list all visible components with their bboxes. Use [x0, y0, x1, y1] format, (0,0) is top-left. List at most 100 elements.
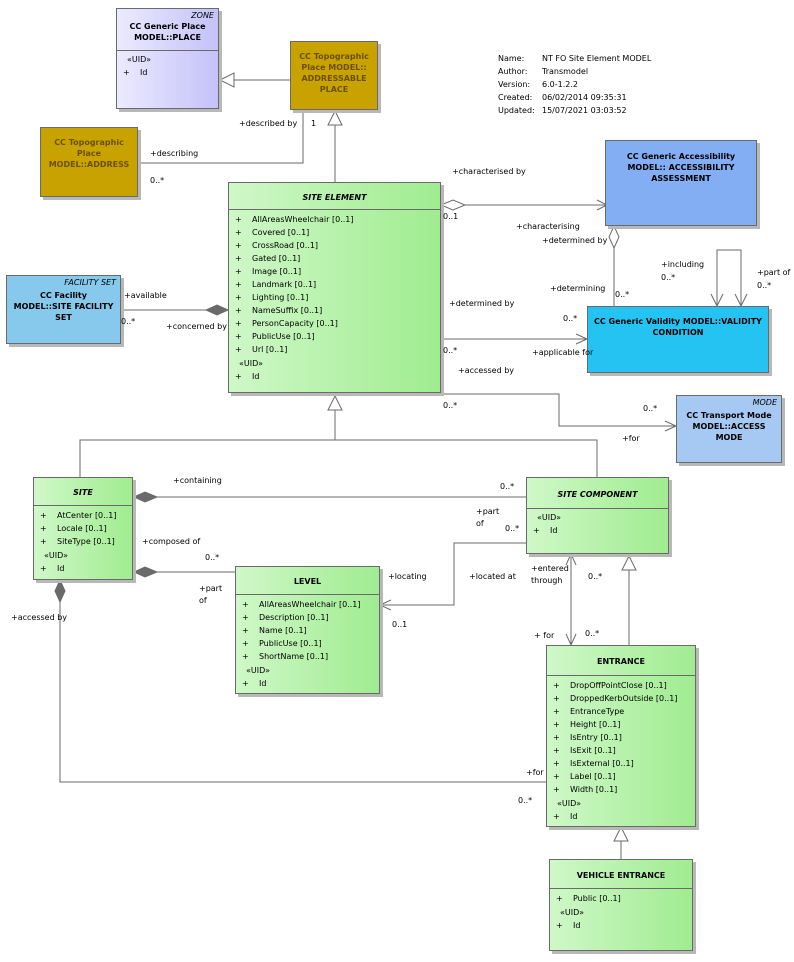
class-site-element[interactable]: SITE ELEMENT +AllAreasWheelchair [0..1]+… [228, 182, 441, 393]
uid-stereotype: «UID» [239, 359, 264, 368]
visibility-marker: + [235, 241, 242, 250]
visibility-marker: + [235, 293, 242, 302]
attribute-row: + ShortName [0..1] [242, 650, 375, 663]
attribute-row: +Url [0..1] [235, 343, 436, 356]
attribute-row: +Image [0..1] [235, 265, 436, 278]
attribute-name: Covered [0..1] [252, 228, 310, 237]
attribute-row: + Id [123, 66, 214, 79]
attribute-name: Gated [0..1] [252, 254, 301, 263]
label-multiplicity: 0..* [757, 281, 772, 290]
class-validity-condition[interactable]: CC Generic Validity MODEL::VALIDITY COND… [587, 306, 769, 373]
visibility-marker: + [242, 679, 249, 688]
uid-stereotype: «UID» [246, 666, 271, 675]
class-site[interactable]: SITE +AtCenter [0..1]+Locale [0..1]+Site… [33, 477, 133, 580]
label-containing: +containing [173, 476, 222, 485]
attribute-row: + Id [229, 370, 440, 383]
class-title: ENTRANCE [597, 657, 645, 666]
attribute-row: + IsExternal [0..1] [553, 757, 691, 770]
attribute-name: Height [0..1] [570, 720, 621, 729]
visibility-marker: + [553, 694, 560, 703]
visibility-marker: + [553, 785, 560, 794]
metadata-key: Name: [498, 54, 525, 63]
attribute-name: CrossRoad [0..1] [252, 241, 319, 250]
class-access-mode[interactable]: MODE CC Transport Mode MODEL::ACCESS MOD… [676, 395, 782, 463]
label-multiplicity: 0..* [505, 524, 520, 533]
label-multiplicity: 0..* [643, 404, 658, 413]
attribute-name: Id [259, 679, 267, 688]
label-characterising: +characterising [516, 222, 580, 231]
attribute-row: +Width [0..1] [553, 783, 691, 796]
class-level[interactable]: LEVEL +AllAreasWheelchair [0..1]+Descrip… [235, 566, 380, 694]
class-site-facility-set[interactable]: FACILITY SET CC Facility MODEL::SITE FAC… [6, 275, 121, 344]
attribute-name: ShortName [0..1] [259, 652, 329, 661]
attribute-row: + Id [533, 524, 664, 537]
metadata-row: Updated: 15/07/2021 03:03:52 [498, 104, 651, 117]
class-title: CC Generic Accessibility MODEL:: ACCESSI… [626, 152, 736, 183]
attribute-name: NameSuffix [0..1] [252, 306, 323, 315]
class-entrance[interactable]: ENTRANCE +DropOffPointClose [0..1]+Dropp… [546, 645, 696, 827]
visibility-marker: + [40, 511, 47, 520]
stereotype-facility-set: FACILITY SET [64, 278, 116, 287]
attribute-row: + DropOffPointClose [0..1] [553, 679, 691, 692]
class-vehicle-entrance[interactable]: VEHICLE ENTRANCE +Public [0..1] «UID» + … [549, 859, 693, 951]
attribute-name: Locale [0..1] [57, 524, 107, 533]
metadata-value: 06/02/2014 09:35:31 [542, 93, 627, 102]
attribute-row: + Id [34, 562, 132, 575]
stereotype-mode: MODE [752, 398, 777, 407]
metadata-value: 15/07/2021 03:03:52 [542, 106, 627, 115]
visibility-marker: + [553, 759, 560, 768]
attribute-name: IsExternal [0..1] [570, 759, 634, 768]
class-address[interactable]: CC Topographic Place MODEL::ADDRESS [40, 127, 138, 197]
visibility-marker: + [123, 68, 130, 77]
class-uid-compartment: «UID» + Id [527, 508, 668, 539]
label-concerned-by: +concerned by [166, 322, 227, 331]
class-attributes: +AtCenter [0..1]+Locale [0..1]+SiteType … [34, 505, 132, 550]
class-title: LEVEL [293, 577, 322, 586]
visibility-marker: + [242, 613, 249, 622]
attribute-name: AtCenter [0..1] [57, 511, 117, 520]
attribute-row: + Covered [0..1] [235, 226, 436, 239]
visibility-marker: + [235, 228, 242, 237]
class-addressable-place[interactable]: CC Topographic Place MODEL:: ADDRESSABLE… [290, 41, 378, 110]
attribute-row: +IsExit [0..1] [553, 744, 691, 757]
metadata-key: Updated: [498, 106, 535, 115]
metadata-value: 6.0-1.2.2 [542, 80, 578, 89]
class-title: CC Facility MODEL::SITE FACILITY SET [13, 291, 114, 322]
attribute-name: EntranceType [570, 707, 625, 716]
attribute-row: +EntranceType [553, 705, 691, 718]
visibility-marker: + [533, 526, 540, 535]
attribute-name: Url [0..1] [252, 345, 288, 354]
attribute-row: +PublicUse [0..1] [235, 330, 436, 343]
class-title: SITE COMPONENT [557, 490, 638, 499]
label-multiplicity: 0..1 [443, 212, 459, 221]
attribute-name: DropOffPointClose [0..1] [570, 681, 667, 690]
visibility-marker: + [242, 626, 249, 635]
attribute-name: AllAreasWheelchair [0..1] [259, 600, 361, 609]
attribute-name: Id [57, 564, 65, 573]
class-title: CC Generic Validity MODEL::VALIDITY COND… [594, 317, 762, 337]
class-accessibility-assessment[interactable]: CC Generic Accessibility MODEL:: ACCESSI… [605, 140, 757, 226]
class-generic-place[interactable]: ZONE CC Generic Place MODEL::PLACE «UID»… [116, 8, 219, 109]
class-site-component[interactable]: SITE COMPONENT «UID» + Id [526, 477, 669, 554]
label-characterised-by: +characterised by [452, 167, 526, 176]
visibility-marker: + [235, 332, 242, 341]
label-accessed-by: +accessed by [11, 613, 68, 622]
label-accessed-by: +accessed by [458, 366, 515, 375]
attribute-row: + Name [0..1] [242, 624, 375, 637]
class-attributes: +Public [0..1] [550, 888, 692, 907]
label-including: +including [661, 260, 705, 269]
visibility-marker: + [553, 772, 560, 781]
attribute-name: Name [0..1] [259, 626, 307, 635]
visibility-marker: + [553, 681, 560, 690]
uid-stereotype: «UID» [44, 551, 69, 560]
metadata-key: Author: [498, 67, 528, 76]
class-attributes: + AllAreasWheelchair [0..1] + Covered [0..1… [229, 209, 440, 358]
label-for: +for [526, 768, 544, 777]
class-title: CC Topographic Place MODEL::ADDRESS [48, 138, 130, 169]
visibility-marker: + [242, 652, 249, 661]
visibility-marker: + [556, 921, 563, 930]
attribute-name: AllAreasWheelchair [0..1] [252, 215, 354, 224]
label-composed-of: +composed of [142, 537, 201, 546]
